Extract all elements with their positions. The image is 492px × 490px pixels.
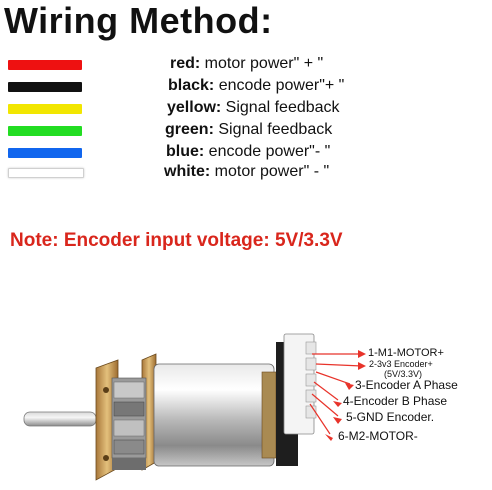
wire-description: encode power"+ " <box>214 77 345 94</box>
voltage-note: Note: Encoder input voltage: 5V/3.3V <box>10 230 343 251</box>
wire-color-label: blue: <box>166 143 205 160</box>
wire-description: Signal feedback <box>213 121 333 138</box>
wire-description: motor power" + " <box>200 55 324 72</box>
wire-description: Signal feedback <box>221 99 340 116</box>
wire-color-label: black: <box>168 77 215 94</box>
pin-label-4: 4-Encoder B Phase <box>343 394 448 408</box>
connector <box>283 333 317 435</box>
wire-description: encode power"- " <box>204 143 331 160</box>
pin-label-2-voltage: (5V/3.3V) <box>384 369 423 379</box>
white-wire-swatch <box>8 168 84 178</box>
pin-label-2: 2-3v3 Encoder+ <box>369 359 433 369</box>
wire-row-yellow: yellow: Signal feedback <box>0 99 492 121</box>
motor-illustration <box>23 333 366 481</box>
yellow-wire-swatch <box>8 104 82 114</box>
wire-color-label: yellow: <box>167 99 222 116</box>
pin-label-5: 5-GND Encoder. <box>346 410 435 424</box>
wire-row-black: black: encode power"+ " <box>0 77 492 99</box>
page-title: Wiring Method: <box>4 0 273 41</box>
wire-row-white: white: motor power" - " <box>0 163 492 185</box>
pin-label-6: 6-M2-MOTOR- <box>338 429 418 443</box>
end-cap <box>261 371 277 459</box>
black-wire-swatch <box>8 82 82 92</box>
gearbox <box>95 353 157 481</box>
wire-color-label: red: <box>170 55 201 72</box>
green-wire-swatch <box>8 126 82 136</box>
pin-label-1: 1-M1-MOTOR+ <box>368 347 444 359</box>
blue-wire-swatch <box>8 148 82 158</box>
pin-arrows <box>309 353 363 435</box>
pin-label-3: 3-Encoder A Phase <box>355 378 458 392</box>
wire-color-label: green: <box>165 121 214 138</box>
wire-color-label: white: <box>164 163 211 180</box>
wire-row-red: red: motor power" + " <box>0 55 492 77</box>
red-wire-swatch <box>8 60 82 70</box>
wire-row-blue: blue: encode power"- " <box>0 143 492 165</box>
arrow-heads <box>325 350 366 441</box>
output-shaft <box>23 411 97 427</box>
wire-description: motor power" - " <box>210 163 330 180</box>
motor-can <box>153 363 275 467</box>
wire-row-green: green: Signal feedback <box>0 121 492 143</box>
